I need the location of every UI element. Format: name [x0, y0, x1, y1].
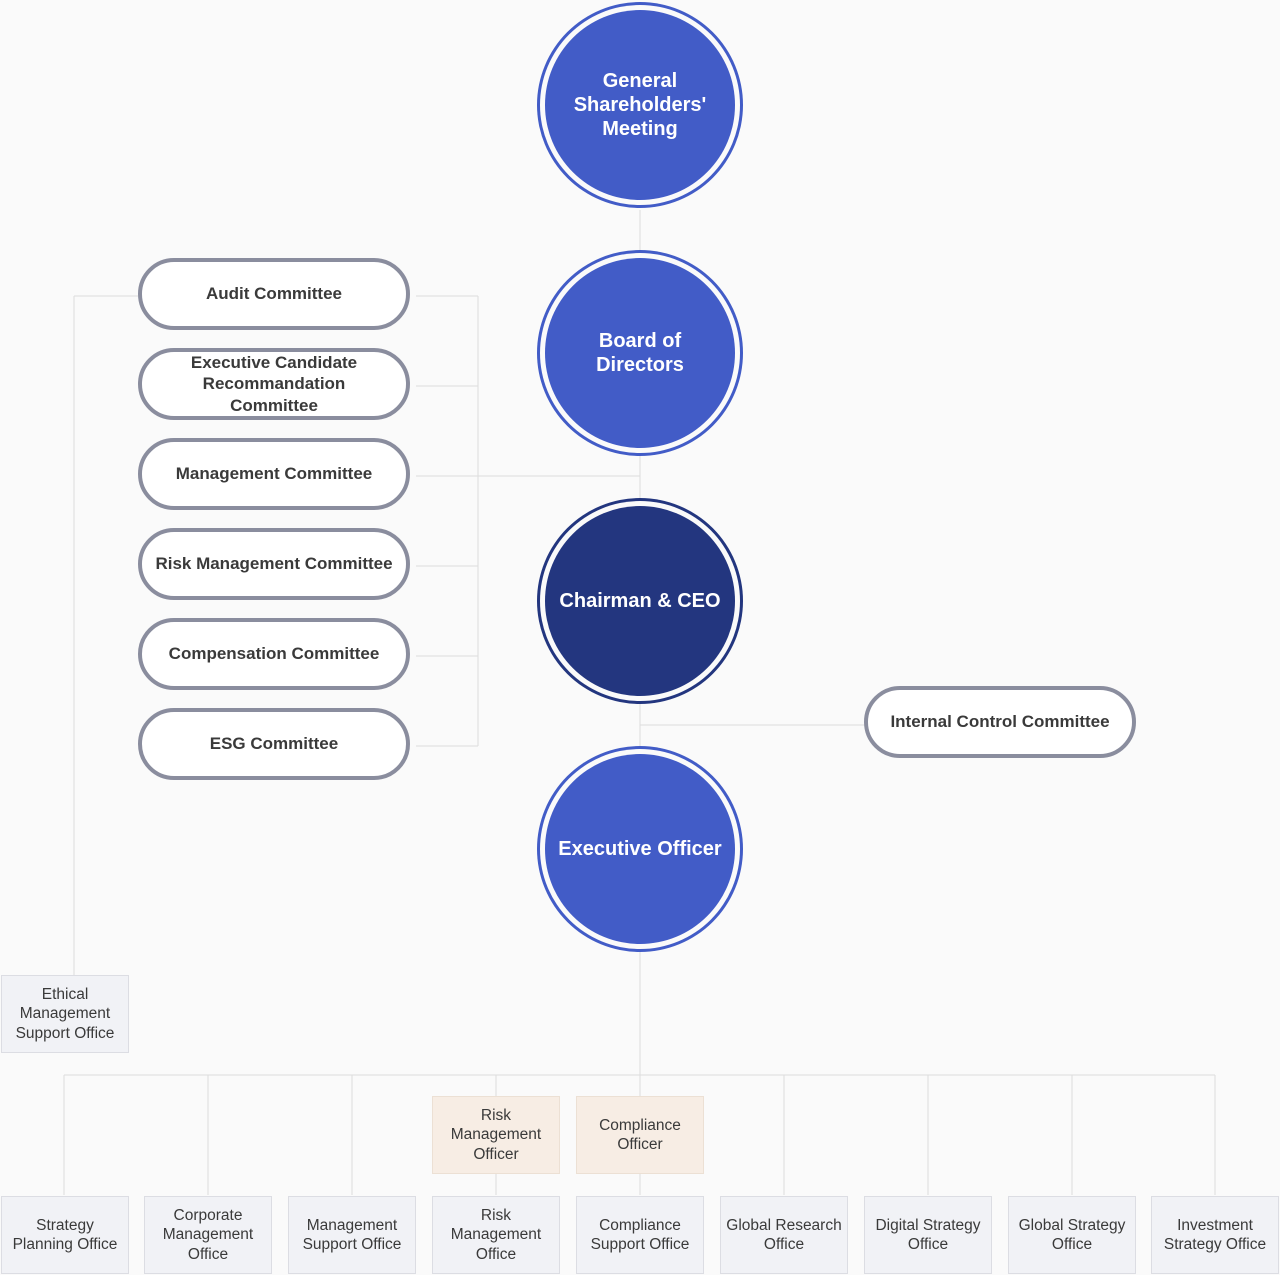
committee-label: Risk Management Committee	[155, 554, 393, 574]
office-label: Corporate Management Office	[162, 1207, 254, 1263]
risk-management-officer: Risk Management Officer	[432, 1096, 560, 1174]
officer-label: Risk Management Officer	[450, 1107, 542, 1163]
board-of-directors-node: Board of Directors	[545, 258, 735, 448]
ethical-management-office: Ethical Management Support Office	[1, 975, 129, 1053]
office-label: Global Strategy Office	[1018, 1216, 1126, 1253]
corporate-management-office: Corporate Management Office	[144, 1196, 272, 1274]
committee-label: Compensation Committee	[168, 644, 380, 664]
compliance-support-office: Compliance Support Office	[576, 1196, 704, 1274]
office-label: Investment Strategy Office	[1163, 1216, 1267, 1253]
office-label: Strategy Planning Office	[12, 1216, 118, 1253]
office-label: Compliance Support Office	[590, 1216, 690, 1253]
management-committee: Management Committee	[138, 438, 410, 510]
esg-committee: ESG Committee	[138, 708, 410, 780]
office-label: Digital Strategy Office	[875, 1216, 981, 1253]
global-research-office: Global Research Office	[720, 1196, 848, 1274]
committee-label: Audit Committee	[206, 284, 342, 304]
office-label: Management Support Office	[302, 1216, 402, 1253]
risk-management-committee: Risk Management Committee	[138, 528, 410, 600]
global-strategy-office: Global Strategy Office	[1008, 1196, 1136, 1274]
committee-label: ESG Committee	[209, 734, 339, 754]
internal-control-committee: Internal Control Committee	[864, 686, 1136, 758]
officer-label: Compliance Officer	[599, 1116, 681, 1153]
office-label: Global Research Office	[726, 1216, 842, 1253]
committee-label: Management Committee	[175, 464, 373, 484]
office-label: Risk Management Office	[450, 1207, 542, 1263]
chairman-ceo-node: Chairman & CEO	[545, 506, 735, 696]
shareholders-meeting-node: General Shareholders' Meeting	[545, 10, 735, 200]
committee-label: Executive Candidate Recommandation Commi…	[190, 353, 358, 415]
management-support-office: Management Support Office	[288, 1196, 416, 1274]
chairman-ceo-label: Chairman & CEO	[559, 590, 721, 612]
digital-strategy-office: Digital Strategy Office	[864, 1196, 992, 1274]
compensation-committee: Compensation Committee	[138, 618, 410, 690]
board-of-directors-label: Board of Directors	[596, 330, 684, 376]
executive-officer-label: Executive Officer	[558, 838, 722, 860]
internal-control-label: Internal Control Committee	[890, 712, 1110, 732]
risk-management-office: Risk Management Office	[432, 1196, 560, 1274]
investment-strategy-office: Investment Strategy Office	[1151, 1196, 1279, 1274]
audit-committee: Audit Committee	[138, 258, 410, 330]
executive-officer-node: Executive Officer	[545, 754, 735, 944]
compliance-officer: Compliance Officer	[576, 1096, 704, 1174]
ethical-office-label: Ethical Management Support Office	[15, 986, 115, 1042]
shareholders-meeting-label: General Shareholders' Meeting	[573, 70, 707, 140]
executive-candidate-committee: Executive Candidate Recommandation Commi…	[138, 348, 410, 420]
strategy-planning-office: Strategy Planning Office	[1, 1196, 129, 1274]
